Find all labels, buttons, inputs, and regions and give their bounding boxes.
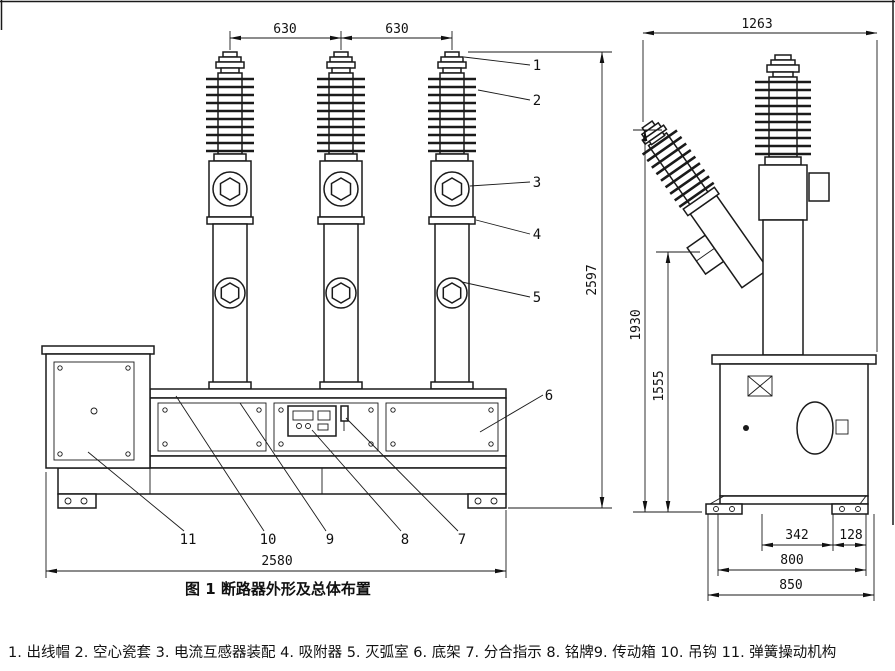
nameplate xyxy=(292,410,314,421)
side-foot-left xyxy=(705,503,743,515)
base-lower-rail xyxy=(149,455,507,469)
leader-line xyxy=(479,394,544,433)
leader-line xyxy=(475,219,531,235)
dim-label-128: 128 xyxy=(839,528,862,543)
dim-label-630-right: 630 xyxy=(385,22,408,37)
callouts-right: 1 2 3 4 5 6 xyxy=(461,56,553,433)
dim-label-342: 342 xyxy=(785,528,808,543)
dim-label-630-left: 630 xyxy=(273,22,296,37)
dim-base-850: 850 xyxy=(707,514,875,601)
operating-handle xyxy=(340,405,349,422)
bracket-detail xyxy=(747,375,773,397)
cabinet-bottom-rail xyxy=(719,495,869,505)
dim-height-1555: 1555 xyxy=(652,251,700,513)
pole-column-left xyxy=(204,50,256,391)
dim-label-1263: 1263 xyxy=(741,17,772,32)
dim-overall-width: 2580 xyxy=(45,472,507,578)
dim-label-1555: 1555 xyxy=(652,370,667,401)
dim-foot-342-128: 342 128 xyxy=(761,514,867,576)
base-panel-right xyxy=(385,402,499,452)
front-view: 630 630 2597 2580 1 2 3 4 5 xyxy=(41,22,612,598)
inclined-bushing xyxy=(640,119,770,289)
dim-label-800: 800 xyxy=(780,553,803,568)
leader-line xyxy=(239,402,327,532)
callout-3: 3 xyxy=(533,175,541,191)
dim-label-2580: 2580 xyxy=(261,554,292,569)
figure-caption: 图 1 断路器外形及总体布置 xyxy=(185,580,371,598)
callout-9: 9 xyxy=(326,532,334,548)
leader-line xyxy=(311,429,402,532)
dim-label-1930: 1930 xyxy=(629,309,644,340)
sheet-border xyxy=(0,0,895,525)
callout-4: 4 xyxy=(533,227,541,243)
cabinet-body xyxy=(45,353,151,469)
pole-column-right xyxy=(426,50,478,391)
leader-line xyxy=(477,89,531,101)
base-top-plate xyxy=(149,388,507,399)
pole-column-middle xyxy=(315,50,367,391)
side-view: 1263 1930 1555 342 128 xyxy=(629,17,878,601)
dim-phase-spacing: 630 630 xyxy=(229,22,453,50)
callout-11: 11 xyxy=(180,532,197,548)
dim-overall-height: 2597 xyxy=(468,51,612,509)
pole-column-side xyxy=(755,54,830,356)
dim-overall-depth: 1263 xyxy=(642,17,878,352)
callouts-bottom: 11 10 9 8 7 xyxy=(87,395,466,548)
dim-height-1930: 1930 xyxy=(629,129,702,513)
side-junction-box xyxy=(808,172,830,202)
base-panel-middle xyxy=(273,402,379,452)
open-close-indicator xyxy=(296,423,302,429)
leader-line xyxy=(469,181,531,187)
cabinet-top xyxy=(41,345,155,355)
callout-7: 7 xyxy=(458,532,466,548)
callout-8: 8 xyxy=(401,532,409,548)
transmission-cabinet xyxy=(705,354,877,515)
foot-right xyxy=(467,493,507,509)
callout-10: 10 xyxy=(260,532,277,548)
cabinet-door xyxy=(53,361,135,461)
operating-mechanism-cabinet xyxy=(41,345,155,469)
leader-line xyxy=(463,56,531,66)
cabinet-top-plate xyxy=(711,354,877,365)
leader-line xyxy=(87,451,185,532)
dim-base-800: 800 xyxy=(717,514,867,576)
callout-1: 1 xyxy=(533,58,541,74)
leader-line xyxy=(461,281,531,298)
door-handle xyxy=(90,407,98,415)
foot-left xyxy=(57,493,97,509)
callout-6: 6 xyxy=(545,388,553,404)
callout-2: 2 xyxy=(533,93,541,109)
leader-line xyxy=(175,395,265,532)
indicator-panel xyxy=(287,405,349,437)
callout-5: 5 xyxy=(533,290,541,306)
parts-legend: 1. 出线帽 2. 空心瓷套 3. 电流互感器装配 4. 吸附器 5. 灭弧室 … xyxy=(8,644,836,661)
access-opening xyxy=(796,401,834,455)
dim-label-2597: 2597 xyxy=(585,264,600,295)
side-foot-right xyxy=(831,503,869,515)
dim-label-850: 850 xyxy=(779,578,802,593)
leader-line xyxy=(345,417,459,532)
base-channel xyxy=(57,467,507,495)
cabinet-body xyxy=(719,363,869,497)
